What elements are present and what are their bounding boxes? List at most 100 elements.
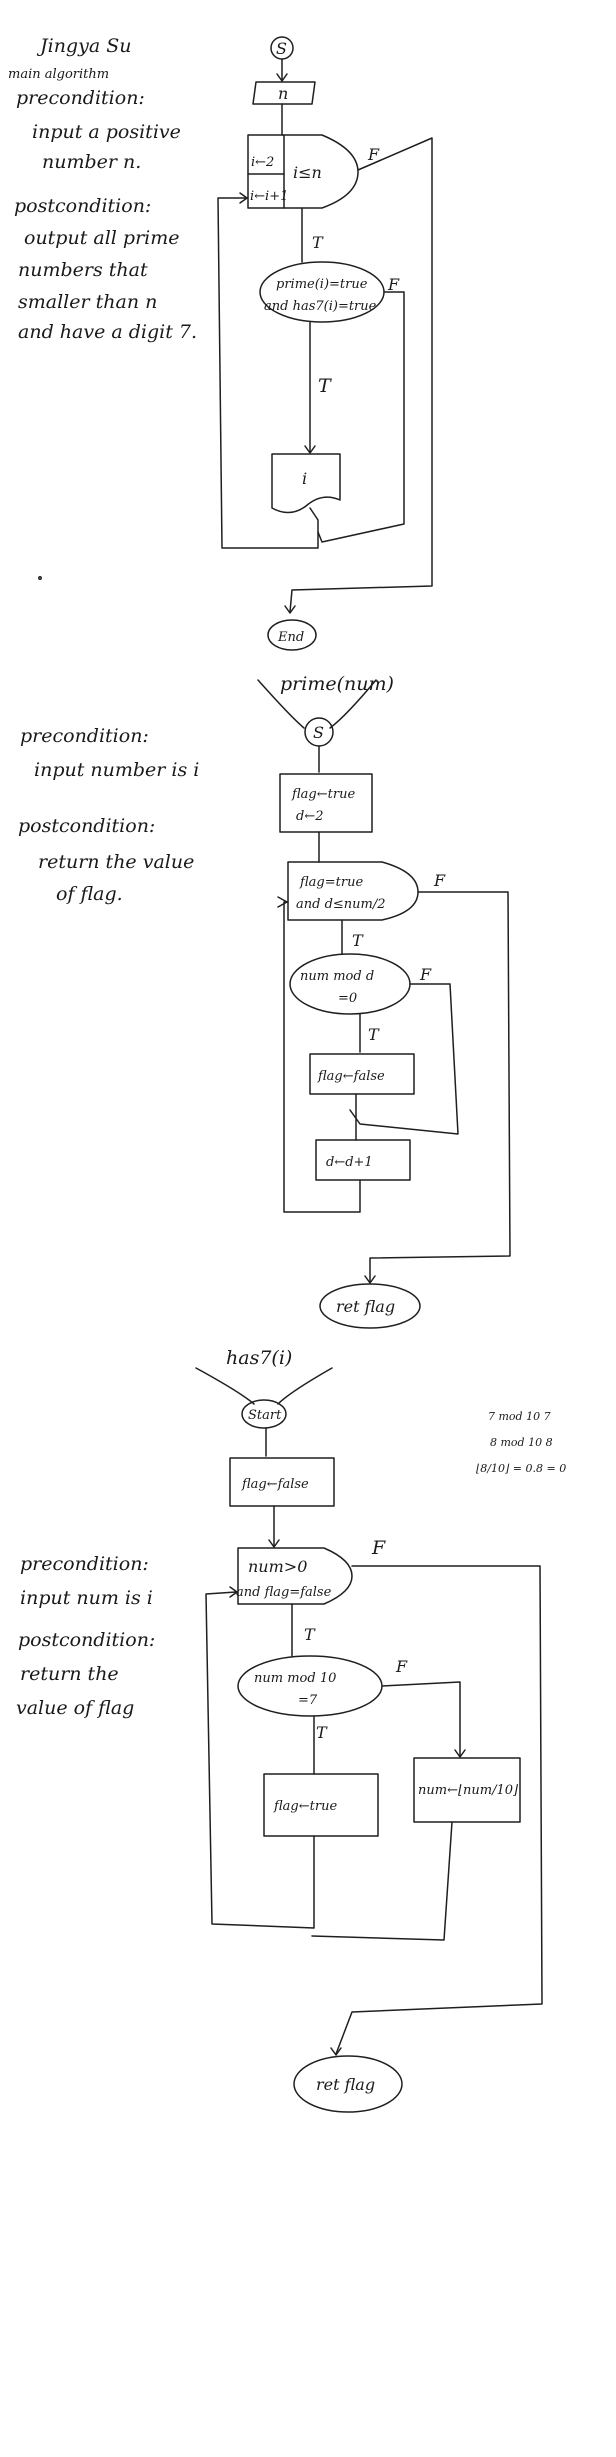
has7-init-box	[229, 1457, 335, 1507]
prime-title: prime(num)	[280, 673, 394, 695]
has7-title: has7(i)	[226, 1347, 292, 1369]
prime-bracket-left	[257, 679, 305, 729]
main-arrow	[284, 605, 296, 614]
has7-section: has7(i) 7 mod 10 7 8 mod 10 8 ⌊8/10⌋ = 0…	[16, 1347, 566, 2113]
main-test-line-1: prime(i)=true	[276, 277, 368, 292]
has7-post-title: postcondition:	[18, 1629, 155, 1651]
main-test-false-line	[317, 291, 405, 543]
has7-loop-false-label: F	[371, 1537, 386, 1559]
main-loop-back-line	[217, 197, 319, 549]
prime-loop-true-label: T	[352, 931, 364, 950]
prime-pre-title: precondition:	[20, 725, 149, 747]
prime-start-label: S	[313, 723, 324, 742]
has7-bracket-right	[277, 1367, 333, 1405]
has7-exit-line	[335, 1565, 543, 2055]
prime-section: prime(num) precondition: input number is…	[18, 673, 511, 1329]
prime-exit-line	[369, 891, 511, 1283]
prime-return-label: ret flag	[336, 1297, 395, 1316]
prime-incr-label: d←d+1	[326, 1155, 373, 1170]
scratch-line-3: ⌊8/10⌋ = 0.8 = 0	[476, 1462, 566, 1475]
main-output-label: i	[302, 469, 307, 488]
prime-loop-false-label: F	[433, 871, 446, 890]
main-input-box	[252, 81, 316, 105]
has7-return-node	[293, 2055, 403, 2113]
prime-arrow	[364, 1275, 376, 1284]
prime-mod-false-label: F	[419, 965, 432, 984]
scratch-line-1: 7 mod 10 7	[488, 1410, 551, 1423]
prime-mod-line-2: =0	[338, 991, 357, 1006]
has7-mod-false-label: F	[395, 1657, 408, 1676]
has7-loop-true-label: T	[304, 1625, 316, 1644]
has7-shift-back-line	[311, 1821, 453, 1941]
has7-loop-line-1: num>0	[248, 1557, 307, 1576]
prime-post-title: postcondition:	[18, 815, 155, 837]
has7-return-label: ret flag	[316, 2075, 375, 2094]
has7-shift-label: num←⌊num/10⌋	[418, 1783, 519, 1798]
prime-init-line-1: flag←true	[291, 787, 355, 802]
prime-set-false-label: flag←false	[317, 1069, 385, 1084]
prime-post-line-1: return the value	[38, 851, 194, 873]
main-loop-cond: i≤n	[293, 163, 322, 182]
prime-set-false-box	[309, 1053, 415, 1095]
prime-loop-line-1: flag=true	[299, 875, 363, 890]
prime-loop-line-2: and d≤num/2	[296, 897, 386, 912]
main-pre-line-1: input a positive	[32, 121, 181, 143]
main-loop-false-label: F	[367, 145, 380, 164]
main-test-false-label: F	[387, 275, 400, 294]
main-loop-init: i←2	[251, 155, 274, 170]
main-test-true-label: T	[318, 375, 332, 397]
has7-arrow	[454, 1749, 466, 1758]
has7-loop-line-2: and flag=false	[236, 1585, 332, 1600]
prime-init-box	[279, 773, 373, 833]
main-post-line-1: output all prime	[24, 227, 180, 249]
main-end-node	[267, 619, 317, 651]
main-post-line-2: numbers that	[18, 259, 148, 281]
main-post-title: postcondition:	[14, 195, 151, 217]
prime-mod-false-line	[349, 983, 459, 1135]
has7-init-label: flag←false	[241, 1477, 309, 1492]
has7-set-true-box	[263, 1773, 379, 1837]
main-start-label: S	[276, 39, 287, 58]
main-post-line-3: smaller than n	[18, 291, 157, 313]
scratch-line-2: 8 mod 10 8	[490, 1436, 553, 1449]
prime-init-line-2: d←2	[296, 809, 324, 824]
main-post-line-4: and have a digit 7.	[18, 321, 197, 343]
prime-mod-true-label: T	[368, 1025, 380, 1044]
has7-arrow	[268, 1539, 280, 1548]
prime-incr-box	[315, 1139, 411, 1181]
main-exit-line	[289, 137, 433, 613]
has7-shift-box	[413, 1757, 521, 1823]
stray-dot	[38, 576, 42, 580]
has7-mod-false-line	[381, 1681, 461, 1757]
prime-mod-line-1: num mod d	[300, 969, 374, 984]
main-arrow	[239, 192, 248, 204]
has7-loop-decision	[237, 1547, 353, 1605]
has7-post-line-2: value of flag	[16, 1697, 134, 1719]
has7-mod-true-label: T	[316, 1723, 328, 1742]
has7-post-line-1: return the	[20, 1663, 119, 1685]
prime-post-line-2: of flag.	[56, 883, 123, 905]
has7-start-node	[241, 1399, 287, 1429]
has7-arrow	[229, 1586, 238, 1598]
main-arrow	[304, 445, 316, 454]
prime-loop-back-line	[283, 901, 361, 1213]
main-test-line-2: and has7(i)=true	[264, 299, 377, 314]
prime-arrow	[277, 896, 288, 908]
main-loop-header	[247, 134, 359, 209]
has7-bracket-left	[195, 1367, 255, 1405]
has7-mod-line-1: num mod 10	[254, 1671, 336, 1686]
has7-arrow	[330, 2047, 342, 2056]
prime-return-node	[319, 1283, 421, 1329]
prime-pre-line-1: input number is i	[34, 759, 199, 781]
has7-loop-back-line	[205, 1591, 315, 1929]
main-algorithm-section: Jingya Su main algorithm precondition: i…	[8, 35, 433, 651]
main-end-label: End	[277, 630, 304, 645]
has7-set-true-label: flag←true	[273, 1799, 337, 1814]
main-output-box	[271, 453, 341, 514]
main-pre-line-2: number n.	[42, 151, 141, 173]
has7-mod-line-2: =7	[298, 1693, 318, 1708]
main-loop-true-label: T	[312, 233, 324, 252]
main-arrow	[276, 73, 288, 82]
main-pre-title: precondition:	[16, 87, 145, 109]
